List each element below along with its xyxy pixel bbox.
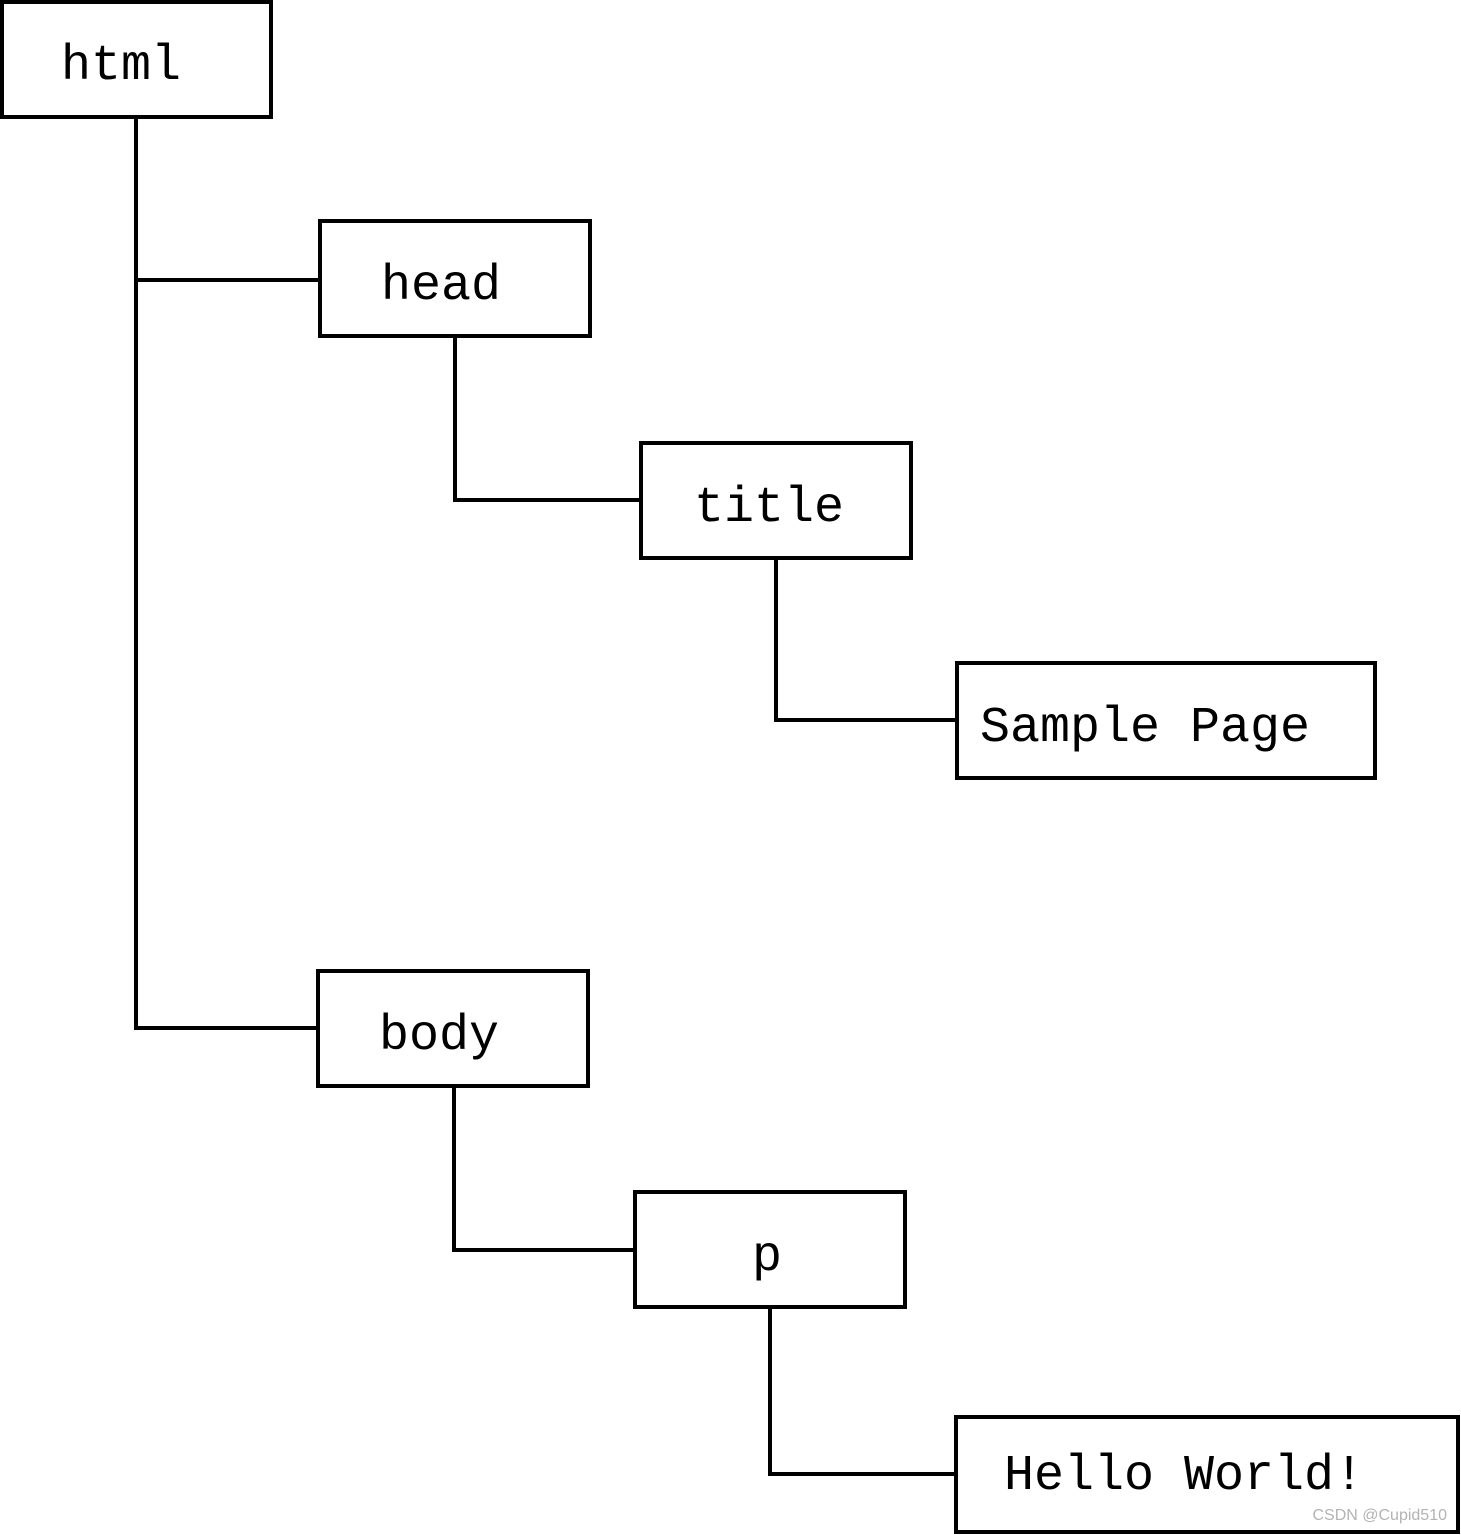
tree-connectors — [134, 116, 959, 1476]
node-sample-page-box — [955, 661, 1377, 780]
edge-body-p — [452, 1085, 637, 1252]
edge-html-body — [134, 278, 320, 1030]
node-head-box — [318, 219, 592, 338]
node-sample-page-label: Sample Page — [980, 700, 1310, 757]
node-title-label: title — [694, 480, 844, 537]
edge-title-sample-page — [774, 557, 959, 722]
node-sample-page: Sample Page — [955, 661, 1377, 780]
node-hello-world: Hello World! — [954, 1415, 1460, 1534]
edge-head-title — [453, 335, 643, 502]
edge-html-head — [134, 116, 322, 282]
node-hello-world-box — [954, 1415, 1460, 1534]
node-head: head — [318, 219, 592, 338]
node-html-box — [0, 0, 273, 119]
node-head-label: head — [381, 258, 501, 315]
node-body-label: body — [379, 1008, 499, 1065]
node-p: p — [633, 1190, 907, 1309]
node-html-label: html — [61, 38, 181, 95]
node-body-box — [316, 969, 590, 1088]
node-body: body — [316, 969, 590, 1088]
node-title: title — [639, 441, 913, 560]
node-title-box — [639, 441, 913, 560]
node-p-box — [633, 1190, 907, 1309]
node-hello-world-label: Hello World! — [1004, 1448, 1364, 1505]
watermark-text: CSDN @Cupid510 — [1312, 1507, 1447, 1524]
edge-p-hello-world — [768, 1306, 958, 1476]
node-html: html — [0, 0, 273, 119]
node-p-label: p — [752, 1229, 782, 1286]
